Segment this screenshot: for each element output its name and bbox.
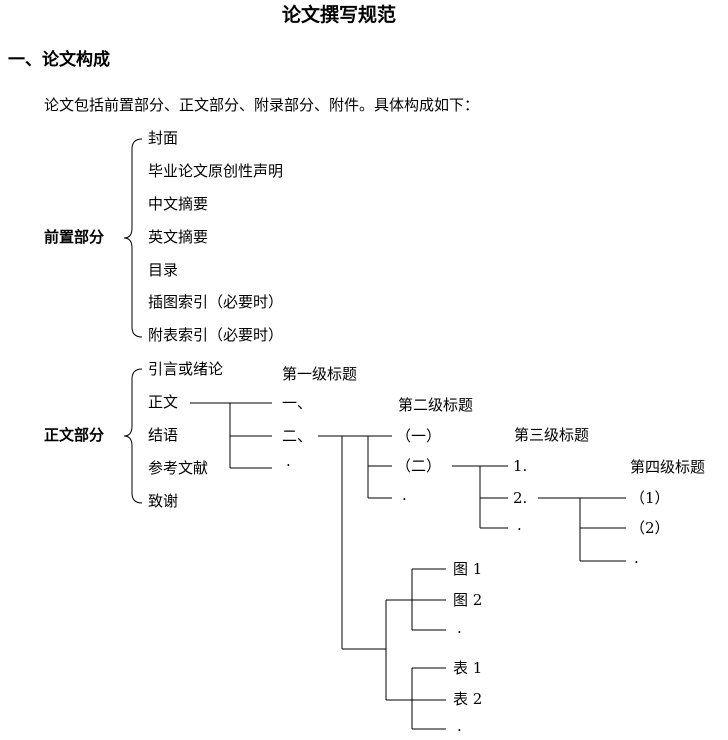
front-item: 毕业论文原创性声明 [148,162,284,180]
front-item: 中文摘要 [148,195,209,213]
level2-title: 第二级标题 [398,396,474,414]
front-item: 插图索引（必要时） [148,293,284,311]
front-item: 附表索引（必要时） [148,326,284,344]
level1-entry: 二、 [282,427,313,445]
body-matter-label: 正文部分 [44,426,105,444]
level3-entry: 2. [513,489,528,507]
body-item: 正文 [148,393,179,411]
figure-entry: . [457,619,462,637]
figure-entry: 图 2 [453,591,483,609]
body-item: 参考文献 [148,459,209,477]
table-entry: 表 1 [453,659,483,677]
level4-entry: . [634,549,639,567]
level3-entry: . [517,516,522,534]
level1-entry: 一、 [282,394,313,412]
front-item: 目录 [148,261,179,279]
front-brace [123,138,143,338]
level3-entry: 1. [513,457,528,475]
body-brace [123,368,143,504]
body-item: 结语 [148,426,179,444]
level3-title: 第三级标题 [514,426,590,444]
figure-entry: 图 1 [453,560,483,578]
level2-entry: . [402,486,407,504]
intro-paragraph: 论文包括前置部分、正文部分、附录部分、附件。具体构成如下： [44,96,480,114]
level2-entry: （一） [396,427,442,445]
level1-title: 第一级标题 [282,365,358,383]
level4-entry: （1） [630,489,670,507]
table-entry: 表 2 [453,690,483,708]
level4-title: 第四级标题 [630,458,706,476]
table-entry: . [457,717,462,735]
section-heading: 一、论文构成 [8,50,110,70]
level1-entry: · [286,456,291,474]
front-matter-label: 前置部分 [44,228,105,246]
body-item: 致谢 [148,492,179,510]
level4-entry: （2） [630,519,670,537]
front-item: 封面 [148,129,179,147]
document-title: 论文撰写规范 [282,4,397,26]
front-item: 英文摘要 [148,228,209,246]
body-item: 引言或绪论 [148,360,224,378]
level2-entry: （二） [396,457,442,475]
